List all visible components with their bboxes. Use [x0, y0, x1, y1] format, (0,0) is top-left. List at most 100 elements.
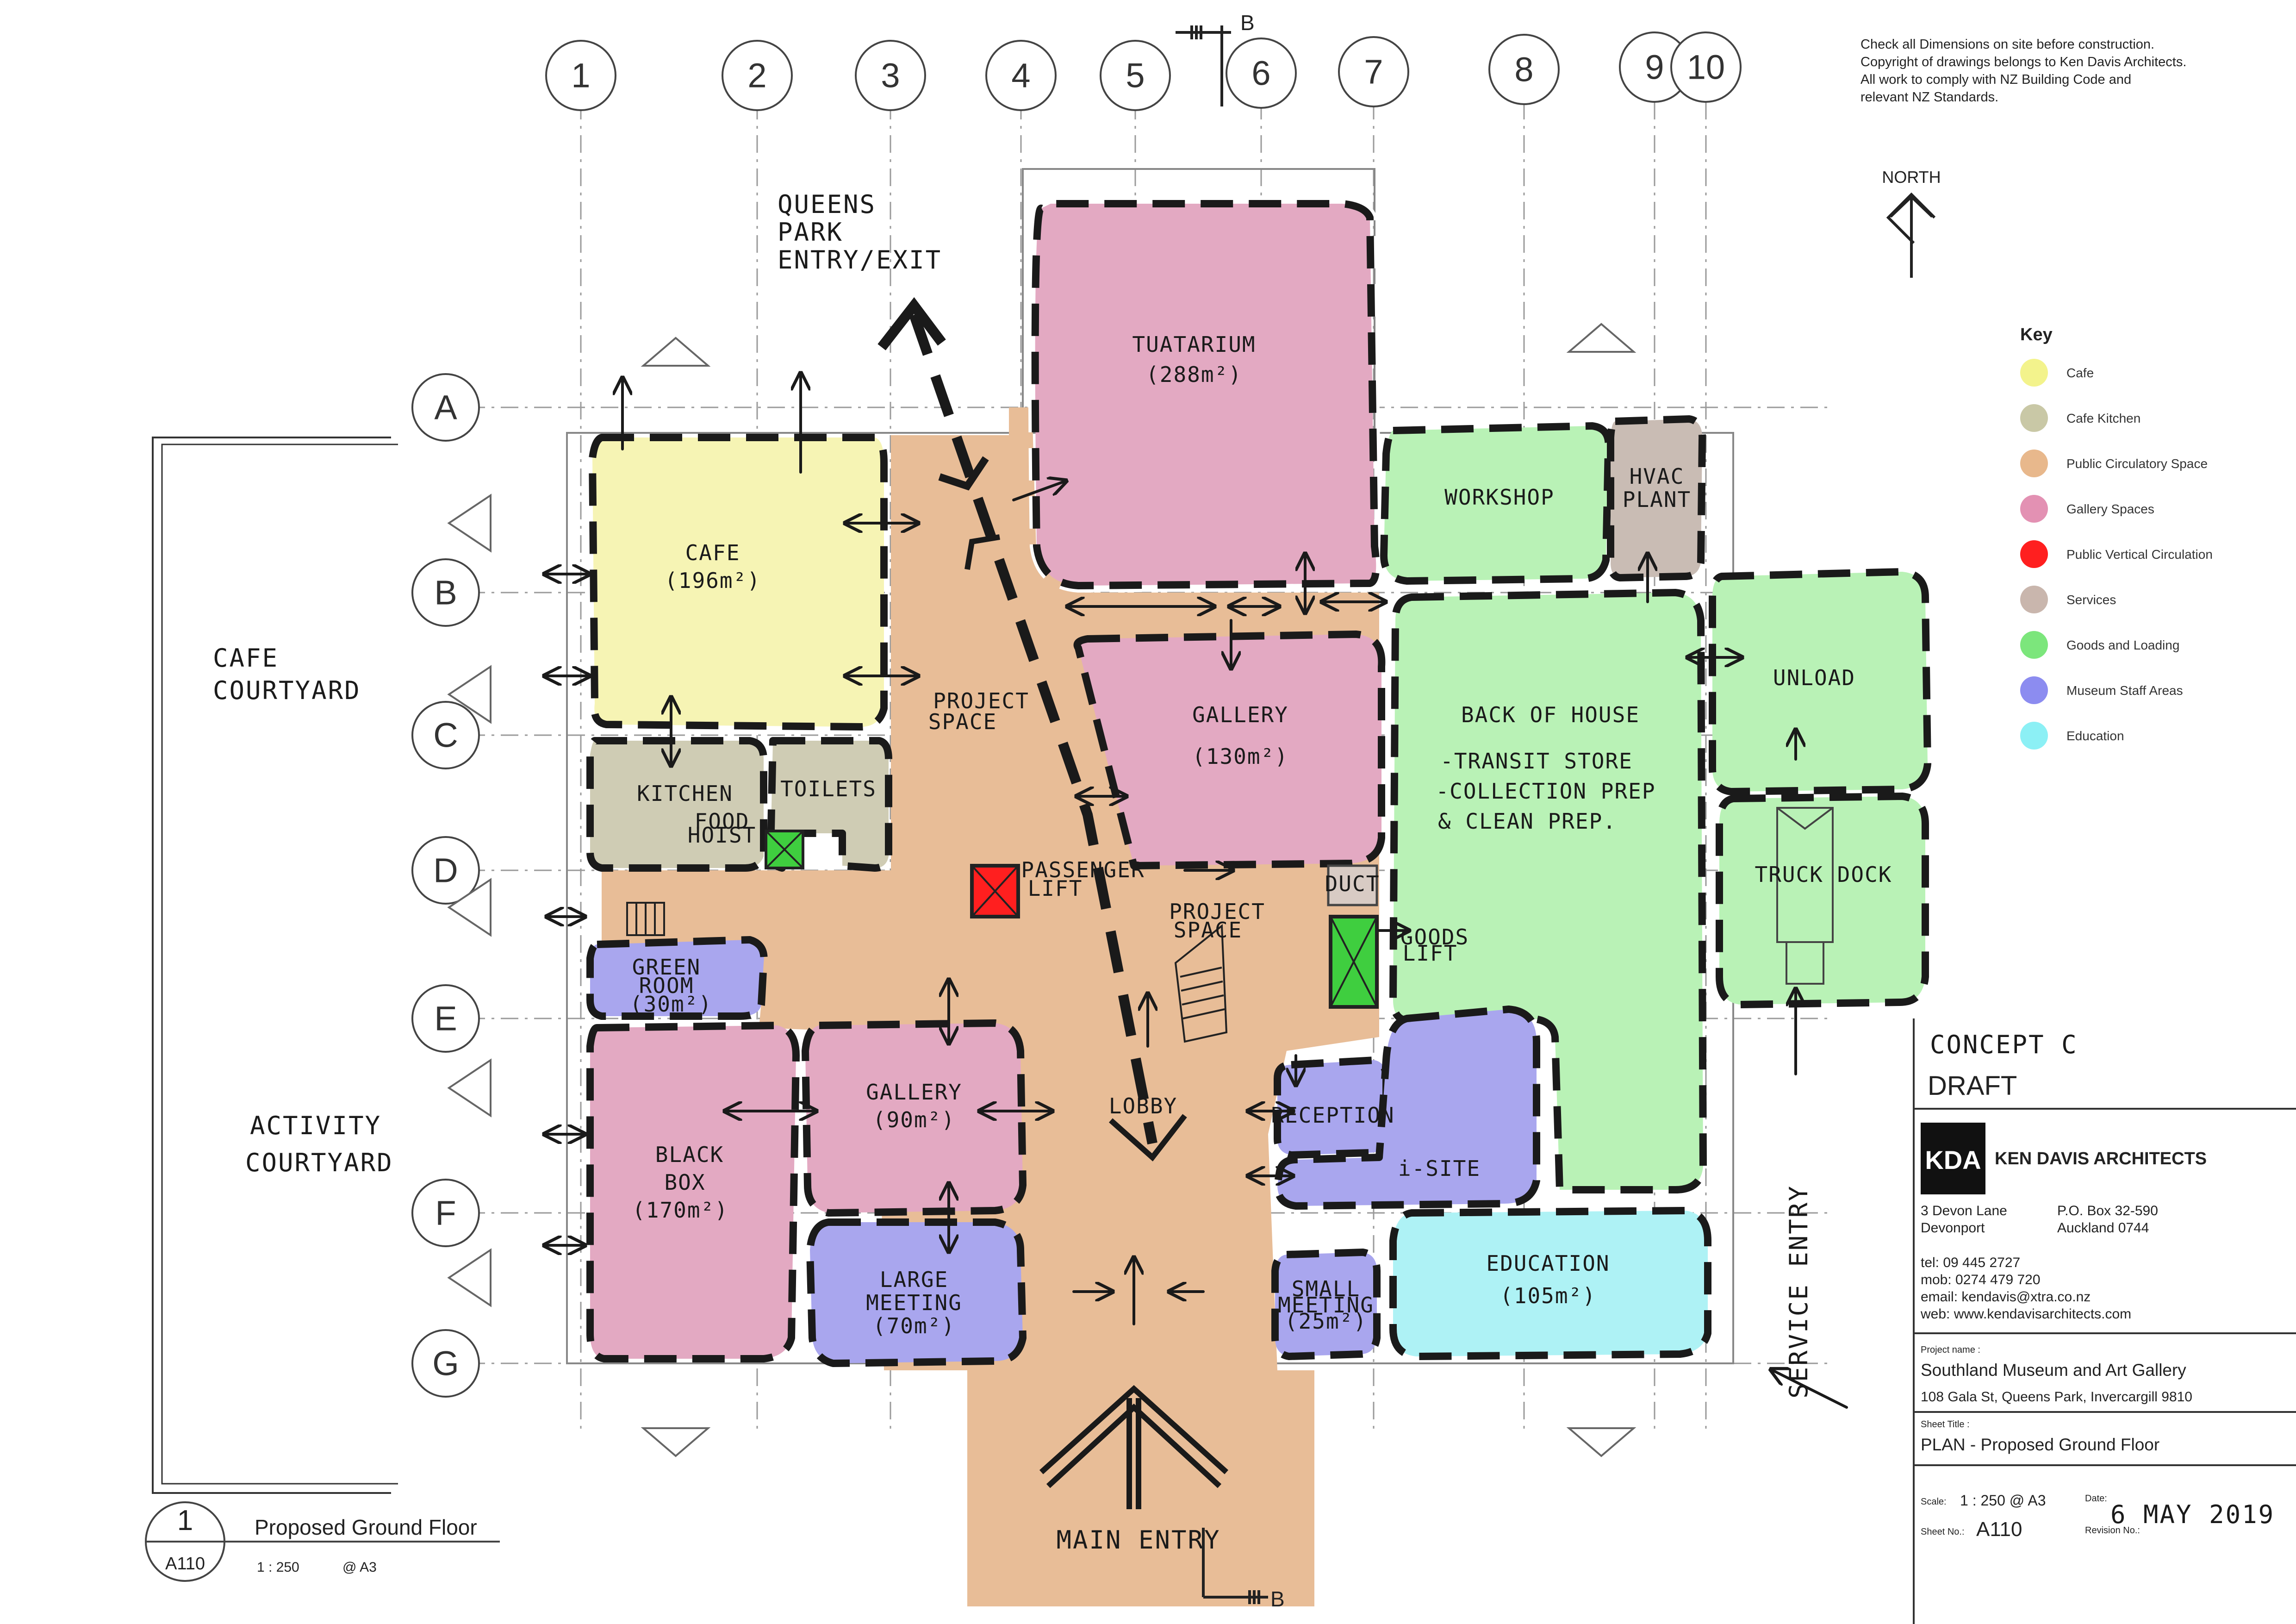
label-black-box-1: BLACK [655, 1142, 724, 1167]
grid-bubble-3: 3 [855, 40, 926, 111]
zone-back-of-house [1389, 589, 1707, 1193]
firm-name: KEN DAVIS ARCHITECTS [1995, 1149, 2207, 1168]
label-education-area: (105m²) [1500, 1283, 1596, 1308]
label-tuatarium: TUATARIUM [1132, 332, 1256, 357]
grid-bubble-2: 2 [722, 40, 793, 111]
svg-text:Museum Staff Areas: Museum Staff Areas [2066, 683, 2183, 698]
zone-kitchen [586, 737, 767, 872]
grid-bubble-f: F [411, 1179, 480, 1247]
label-food-hoist-2: HOIST [688, 823, 756, 848]
zone-unload [1709, 568, 1931, 795]
label-passenger-lift-2: LIFT [1028, 876, 1083, 901]
svg-text:C: C [433, 716, 458, 755]
key-item-cafe: Cafe [2020, 359, 2094, 387]
svg-text:10: 10 [1687, 48, 1725, 87]
svg-text:web: www.kendavisarchitects.co: web: www.kendavisarchitects.com [1920, 1306, 2131, 1322]
label-green-room-3: (30m²) [630, 992, 712, 1017]
svg-text:tel: 09 445 2727: tel: 09 445 2727 [1921, 1255, 2020, 1270]
label-cafe: CAFE [685, 540, 740, 565]
svg-text:Public Vertical Circulation: Public Vertical Circulation [2066, 547, 2213, 562]
label-tuatarium-area: (288m²) [1146, 362, 1242, 387]
label-gallery-90-area: (90m²) [873, 1107, 955, 1132]
label-toilets: TOILETS [780, 776, 877, 801]
svg-text:Sheet No.:: Sheet No.: [1921, 1527, 1965, 1537]
zone-truck-dock [1716, 793, 1929, 1008]
zone-small-meeting [1271, 1249, 1381, 1360]
label-isite: i-SITE [1398, 1156, 1481, 1181]
svg-text:mob: 0274 479 720: mob: 0274 479 720 [1921, 1272, 2041, 1287]
grid-bubble-10: 10 [1670, 31, 1742, 103]
grid-bubble-d: D [411, 836, 480, 905]
svg-text:7: 7 [1364, 53, 1383, 91]
svg-text:5: 5 [1126, 56, 1145, 95]
label-unload: UNLOAD [1773, 665, 1855, 690]
svg-text:relevant NZ Standards.: relevant NZ Standards. [1860, 90, 1998, 105]
svg-text:F: F [435, 1194, 456, 1232]
label-black-box-2: BOX [664, 1170, 705, 1195]
kda-logo [1921, 1123, 1985, 1194]
label-education: EDUCATION [1486, 1251, 1610, 1276]
truck-dock-detail [1776, 807, 1834, 985]
label-cafe-area: (196m²) [665, 568, 761, 593]
label-reception: RECEPTION [1271, 1103, 1394, 1128]
svg-text:Gallery Spaces: Gallery Spaces [2066, 502, 2154, 516]
key-title: Key [2020, 325, 2053, 344]
svg-text:1: 1 [571, 56, 590, 95]
key-item-services: Services [2020, 586, 2116, 613]
title-block: CONCEPT C DRAFT KDA KEN DAVIS ARCHITECTS… [1913, 1018, 2296, 1624]
svg-text:2: 2 [747, 56, 766, 95]
label-project-space-1b: SPACE [928, 709, 997, 734]
drawing-tag-sheet: A110 [165, 1554, 205, 1574]
svg-text:A: A [434, 388, 457, 427]
label-food-hoist-1: FOOD [695, 809, 750, 834]
label-queens-park-2: PARK [778, 218, 843, 247]
label-cafe-courtyard-2: COURTYARD [213, 676, 361, 705]
label-queens-park-3: ENTRY/EXIT [778, 245, 942, 275]
label-gallery-130-area: (130m²) [1192, 744, 1288, 769]
svg-text:Devonport: Devonport [1921, 1220, 1985, 1236]
site-labels: QUEENS PARK ENTRY/EXIT CAFE COURTYARD AC… [213, 190, 1813, 1555]
drawing-tag: 1 A110 Proposed Ground Floor 1 : 250 @ A… [145, 1501, 500, 1582]
label-queens-park-1: QUEENS [778, 190, 876, 219]
label-activity-courtyard-1: ACTIVITY [250, 1111, 381, 1140]
svg-text:6: 6 [1251, 54, 1270, 93]
label-black-box-3: (170m²) [632, 1198, 728, 1223]
svg-text:B: B [1240, 11, 1255, 35]
label-duct: DUCT [1325, 871, 1380, 896]
label-large-meeting-1: LARGE [880, 1267, 948, 1292]
label-project-space-2a: PROJECT [1169, 899, 1265, 924]
label-gallery-130: GALLERY [1192, 702, 1288, 727]
zone-education [1389, 1207, 1711, 1360]
svg-text:Cafe Kitchen: Cafe Kitchen [2066, 411, 2140, 425]
svg-text:Cafe: Cafe [2066, 366, 2094, 380]
label-project-space-1a: PROJECT [933, 688, 1029, 713]
svg-text:P.O. Box 32-590: P.O. Box 32-590 [2057, 1203, 2158, 1218]
svg-text:Scale:: Scale: [1921, 1497, 1947, 1507]
key-item-gallery-spaces: Gallery Spaces [2020, 495, 2154, 523]
grid-bubble-6: 6 [1226, 37, 1297, 109]
key-item-education: Education [2020, 722, 2124, 750]
label-kitchen: KITCHEN [637, 781, 733, 806]
zone-gallery-90 [802, 1019, 1027, 1217]
label-lobby: LOBBY [1109, 1093, 1177, 1118]
label-activity-courtyard-2: COURTYARD [245, 1148, 393, 1177]
label-truck-dock: TRUCK DOCK [1755, 862, 1892, 887]
label-workshop: WORKSHOP [1444, 485, 1555, 510]
zone-tuatarium [1031, 200, 1380, 589]
svg-text:D: D [433, 851, 458, 890]
key-item-museum-staff-areas: Museum Staff Areas [2020, 676, 2183, 704]
sheet-title: PLAN - Proposed Ground Floor [1921, 1435, 2159, 1454]
svg-text:Education: Education [2066, 729, 2124, 743]
grid-bubble-8: 8 [1488, 34, 1560, 105]
svg-text:Services: Services [2066, 593, 2116, 607]
grid-row-bubbles: A B C D E F G [411, 373, 480, 1398]
grid-bubble-c: C [411, 701, 480, 769]
grid-bubble-4: 4 [985, 40, 1057, 111]
room-labels: TUATARIUM (288m²) CAFE (196m²) KITCHEN T… [630, 332, 1892, 1338]
svg-text:B: B [1270, 1587, 1285, 1611]
date-value: 6 MAY 2019 [2110, 1500, 2275, 1529]
label-main-entry: MAIN ENTRY [1056, 1525, 1220, 1555]
key-legend: Key Cafe Cafe Kitchen Public Circulatory… [2020, 325, 2213, 750]
label-boh-2: -COLLECTION PREP [1436, 779, 1655, 804]
